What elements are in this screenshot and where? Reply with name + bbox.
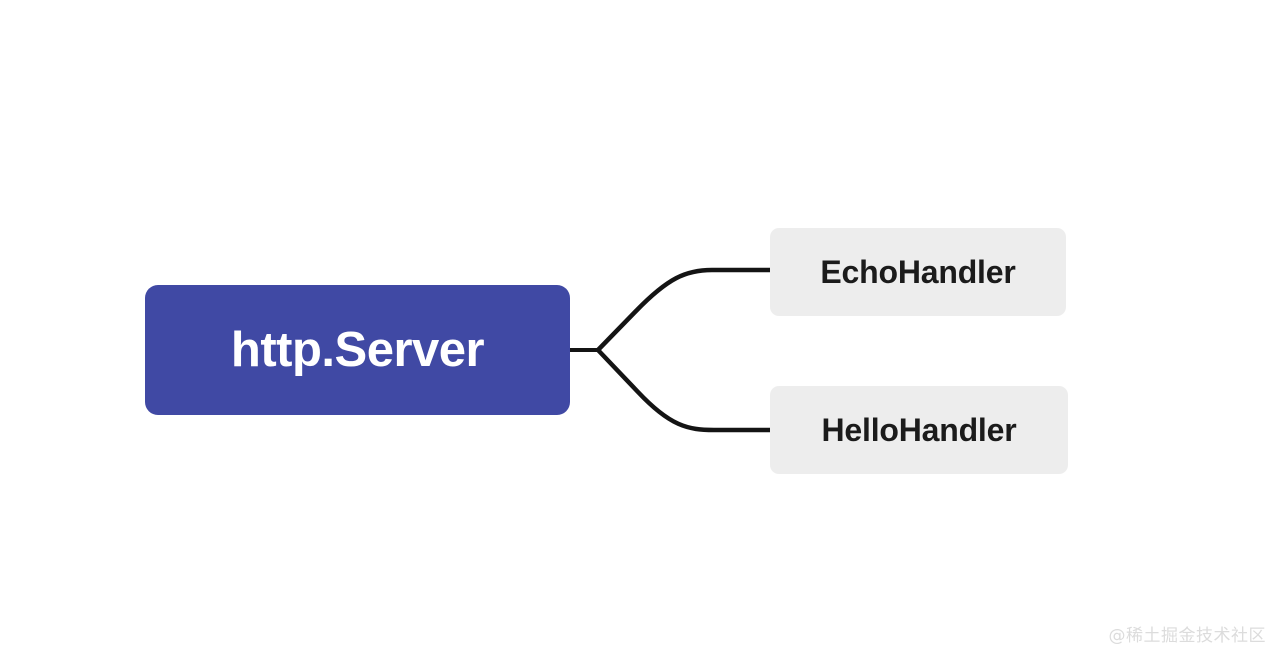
- connector-branch-echo: [595, 267, 773, 353]
- watermark: @稀土掘金技术社区: [1108, 626, 1266, 646]
- node-child-hellohandler[interactable]: HelloHandler: [770, 386, 1068, 474]
- node-root-http-server[interactable]: http.Server: [145, 285, 570, 415]
- connector-branch-hello: [595, 347, 773, 433]
- node-root-label: http.Server: [230, 322, 485, 377]
- node-child-label: EchoHandler: [820, 254, 1016, 290]
- node-child-label: HelloHandler: [821, 412, 1017, 448]
- node-child-echohandler[interactable]: EchoHandler: [770, 228, 1066, 316]
